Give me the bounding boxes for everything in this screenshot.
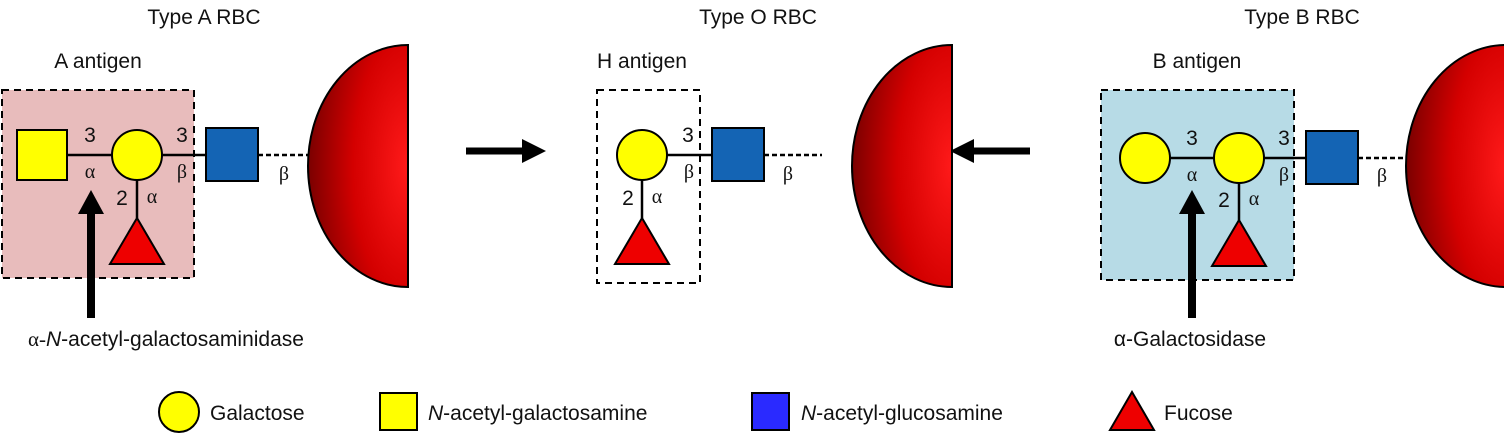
o-link-2: 2 [622, 187, 634, 210]
rbc-b-icon [1405, 44, 1504, 288]
a-enzyme-label: α-N-acetyl-galactosaminidase [28, 327, 304, 351]
b-link-beta-rbc: β [1377, 165, 1387, 187]
b-link-alpha-left: α [1187, 164, 1198, 186]
glcnac-icon [205, 127, 259, 182]
type-a-panel: Type A RBC A antigen 3 α 3 β 2 α β α-N-a… [1, 6, 409, 351]
a-enzyme-arrow-icon [78, 190, 104, 318]
galactose-icon [1119, 132, 1171, 184]
legend-item-galnac: N-acetyl-galactosamine [379, 392, 647, 431]
type-b-rbc-label: Type B RBC [1244, 6, 1360, 29]
a-link-3-left: 3 [84, 124, 96, 147]
fucose-icon [1210, 218, 1268, 267]
a-link-beta-rbc: β [279, 163, 289, 185]
b-link-2: 2 [1218, 189, 1230, 212]
type-o-rbc-label: Type O RBC [699, 6, 817, 29]
o-link-3: 3 [682, 124, 694, 147]
a-antigen-box [1, 89, 195, 279]
fucose-icon [1108, 390, 1156, 431]
b-link-beta-right: β [1279, 164, 1289, 186]
legend-galnac-label: N-acetyl-galactosamine [428, 402, 647, 425]
rbc-a-icon [307, 43, 409, 289]
type-o-panel: Type O RBC H antigen 3 β 2 α β [596, 6, 953, 289]
a-link-alpha-left: α [85, 161, 96, 183]
galnac-icon [379, 392, 418, 431]
legend-item-galactose: Galactose [158, 391, 305, 433]
a-link-beta-right: β [177, 161, 187, 183]
fucose-icon [108, 216, 166, 265]
o-link-beta-rbc: β [783, 163, 793, 185]
galnac-icon [16, 129, 68, 181]
b-antigen-box [1100, 89, 1295, 281]
type-b-panel: Type B RBC B antigen 3 α 3 β 2 α β α-Gal… [1100, 6, 1504, 351]
b-link-alpha-fuc: α [1249, 188, 1260, 210]
b-enzyme-arrow-icon [1179, 190, 1205, 318]
legend-glcnac-label: N-acetyl-glucosamine [801, 402, 1003, 425]
galactose-icon [1213, 132, 1265, 184]
arrow-left-icon [950, 139, 1030, 163]
galactose-icon [616, 129, 668, 181]
a-link-alpha-fuc: α [147, 186, 158, 208]
fucose-icon [613, 216, 671, 265]
h-antigen-label: H antigen [597, 50, 687, 73]
arrow-right-icon [466, 139, 546, 163]
b-link-3-left: 3 [1186, 127, 1198, 150]
legend-item-glcnac: N-acetyl-glucosamine [751, 392, 1003, 431]
b-enzyme-label: α-Galactosidase [1114, 328, 1266, 351]
b-antigen-label: B antigen [1153, 50, 1242, 73]
a-antigen-label: A antigen [54, 50, 142, 73]
a-link-3-right: 3 [176, 124, 188, 147]
type-a-rbc-label: Type A RBC [147, 6, 260, 29]
galactose-icon [111, 129, 163, 181]
legend-item-fucose: Fucose [1108, 390, 1233, 431]
o-link-alpha-fuc: α [652, 186, 663, 208]
rbc-o-icon [851, 43, 953, 289]
galactose-icon [158, 391, 200, 433]
b-link-3-right: 3 [1278, 127, 1290, 150]
legend: Galactose N-acetyl-galactosamine N-acety… [158, 390, 1233, 433]
glcnac-icon [1305, 130, 1359, 185]
legend-fucose-label: Fucose [1164, 402, 1233, 425]
a-link-2: 2 [116, 187, 128, 210]
glcnac-icon [711, 127, 765, 182]
glcnac-icon [751, 392, 790, 431]
legend-galactose-label: Galactose [210, 402, 305, 425]
o-link-beta: β [684, 161, 694, 183]
